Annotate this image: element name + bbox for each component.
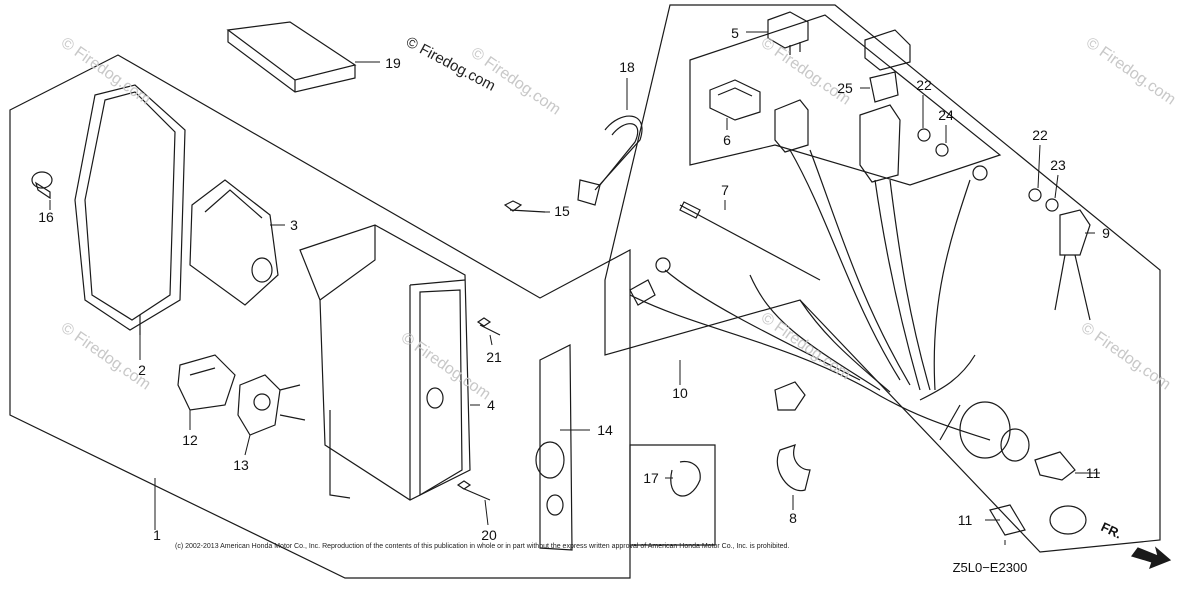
callout-1: 1 — [153, 527, 161, 543]
callout-24: 24 — [938, 107, 954, 123]
part-bracket — [189, 179, 279, 306]
part-ignition-switch — [939, 401, 1030, 462]
callout-8: 8 — [789, 510, 797, 526]
connector-1 — [774, 99, 809, 153]
part-cable-tie — [577, 115, 643, 206]
callout-16: 16 — [38, 209, 54, 225]
callout-4: 4 — [487, 397, 495, 413]
part-foam-filter — [226, 21, 357, 93]
part-bolt-15 — [503, 200, 546, 213]
callout-22b: 22 — [1032, 127, 1048, 143]
group-frame-fuse — [689, 14, 1002, 186]
part-wire — [679, 204, 821, 281]
callout-19: 19 — [385, 55, 401, 71]
watermarks: © Firedog.com © Firedog.com © Firedog.co… — [58, 34, 1179, 404]
part-fuse-holder — [709, 79, 761, 121]
callout-7: 7 — [721, 182, 729, 198]
part-control-box — [299, 224, 471, 501]
part-switch — [177, 354, 236, 411]
part-nut-22a — [917, 128, 931, 142]
part-fuse — [869, 71, 899, 103]
callout-18: 18 — [619, 59, 635, 75]
part-cover — [74, 84, 186, 335]
direction-label: FR. — [1099, 519, 1124, 541]
part-washer-24 — [935, 143, 949, 157]
watermark-5: © Firedog.com — [58, 319, 154, 393]
connector-2 — [859, 104, 901, 183]
callout-11a: 11 — [1086, 465, 1101, 481]
callout-11b: 11 — [958, 512, 973, 528]
watermark-4: © Firedog.com — [1083, 34, 1179, 108]
callout-6: 6 — [723, 132, 731, 148]
part-screw-20 — [456, 480, 491, 501]
part-relay — [767, 11, 809, 55]
part-fuse-cover — [864, 29, 911, 71]
callout-20: 20 — [481, 527, 497, 543]
part-key-a — [1034, 451, 1076, 481]
watermark-8: © Firedog.com — [1078, 319, 1174, 393]
callout-5: 5 — [731, 25, 739, 41]
callout-10: 10 — [672, 385, 688, 401]
part-panel-plate — [535, 344, 573, 551]
callout-3: 3 — [290, 217, 298, 233]
part-washer-23 — [1045, 198, 1059, 212]
part-wire-harness — [629, 149, 991, 441]
diagram-code: Z5L0−E2300 — [953, 560, 1028, 575]
part-nut-22b — [1028, 188, 1042, 202]
part-clip-17 — [670, 460, 701, 497]
part-key-ring — [1049, 505, 1087, 535]
group-frame-harness — [604, 4, 1161, 553]
part-toggle-switch — [237, 374, 306, 436]
callout-25: 25 — [837, 80, 853, 96]
callout-2: 2 — [138, 362, 146, 378]
callout-15: 15 — [554, 203, 570, 219]
callouts: 1 2 3 4 5 6 7 8 9 10 11 11 12 13 14 15 1… — [38, 25, 1110, 543]
leader-lines — [49, 31, 1100, 545]
callout-9: 9 — [1102, 225, 1110, 241]
callout-17: 17 — [643, 470, 659, 486]
callout-13: 13 — [233, 457, 249, 473]
direction-arrow-icon — [1131, 546, 1172, 570]
group-frame-clip — [629, 444, 716, 546]
copyright-notice: (c) 2002-2013 American Honda Motor Co., … — [175, 543, 789, 550]
watermark-1: © Firedog.com — [58, 34, 154, 108]
callout-14: 14 — [597, 422, 613, 438]
callout-23: 23 — [1050, 157, 1066, 173]
part-grommet — [774, 381, 806, 411]
callout-22a: 22 — [916, 77, 932, 93]
part-clamp-8 — [776, 444, 811, 492]
group-frame-control-box — [9, 54, 631, 579]
watermark-3: © Firedog.com — [758, 34, 854, 108]
part-screw-16 — [31, 171, 53, 200]
callout-12: 12 — [182, 432, 198, 448]
part-key-b — [989, 504, 1026, 536]
part-screw-21 — [476, 317, 501, 336]
part-diode — [1054, 209, 1091, 321]
callout-21: 21 — [486, 349, 502, 365]
watermark-6: © Firedog.com — [398, 329, 494, 403]
